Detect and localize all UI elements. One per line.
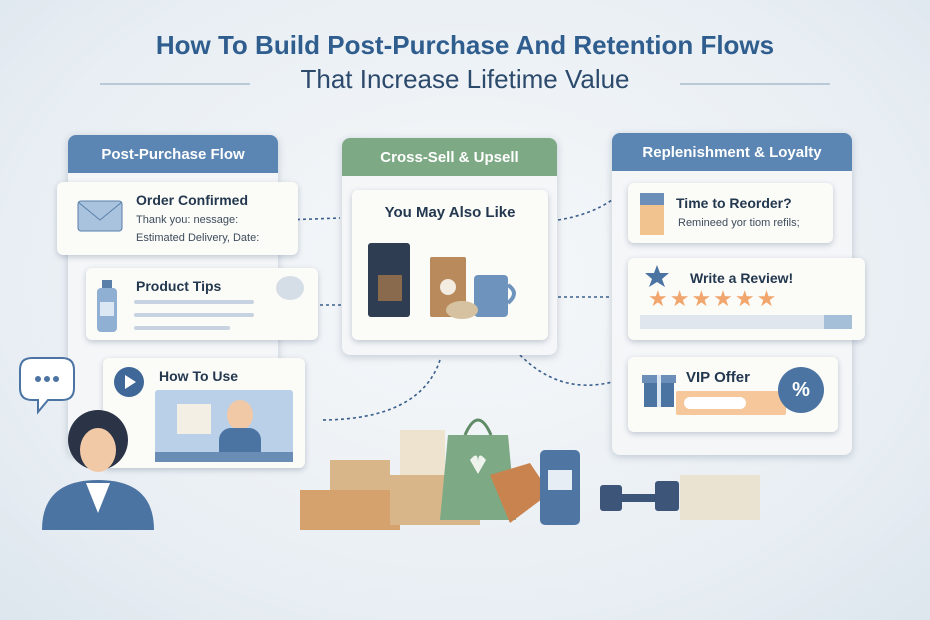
star-icon bbox=[645, 265, 669, 287]
tip-lines bbox=[134, 300, 254, 330]
panel-header: Replenishment & Loyalty bbox=[612, 133, 852, 171]
video-thumbnail[interactable] bbox=[155, 390, 293, 462]
product-tips-card[interactable]: Product Tips bbox=[86, 268, 318, 340]
order-confirmed-card[interactable]: Order Confirmed Thank you: nessage: Esti… bbox=[57, 182, 298, 255]
discount-badge: % bbox=[778, 367, 824, 413]
arrow bbox=[557, 199, 613, 221]
page-title: How To Build Post-Purchase And Retention… bbox=[155, 30, 775, 60]
presenter bbox=[227, 400, 253, 430]
card-text: Remineed yor tiom refils; bbox=[678, 217, 800, 229]
arrow bbox=[319, 359, 441, 421]
shopping-bag-icon bbox=[440, 435, 516, 520]
card-title: Product Tips bbox=[136, 278, 222, 294]
play-icon[interactable] bbox=[113, 366, 145, 398]
speech-bubble-icon bbox=[276, 276, 304, 300]
cup-icon bbox=[446, 301, 478, 319]
rating-stars[interactable]: ★★★★★★ bbox=[648, 286, 779, 311]
card-title: VIP Offer bbox=[686, 369, 750, 386]
reorder-card[interactable]: Time to Reorder? Remineed yor tiom refil… bbox=[628, 183, 833, 243]
card-title: Write a Review! bbox=[690, 270, 794, 286]
chart-board-icon bbox=[177, 404, 211, 434]
video-controls[interactable] bbox=[155, 452, 293, 462]
arrow bbox=[519, 354, 613, 386]
gift-icon bbox=[642, 375, 676, 407]
bottle-icon bbox=[97, 280, 117, 332]
presenter-body bbox=[219, 428, 261, 452]
how-to-use-card[interactable]: How To Use bbox=[103, 358, 305, 468]
card-text: Thank you: nessage: bbox=[136, 214, 239, 226]
panel-header: Post-Purchase Flow bbox=[68, 135, 278, 173]
offer-bar bbox=[676, 391, 786, 415]
you-may-also-like-card[interactable]: You May Also Like bbox=[352, 190, 548, 340]
card-text: Estimated Delivery, Date: bbox=[136, 232, 260, 244]
card-title: How To Use bbox=[159, 368, 239, 384]
panel-header: Cross-Sell & Upsell bbox=[342, 138, 557, 176]
card-title: Order Confirmed bbox=[136, 192, 249, 208]
products-illustration bbox=[368, 243, 516, 319]
calendar-icon bbox=[640, 193, 664, 235]
dumbbell-icon bbox=[600, 485, 622, 511]
products-pile-illustration bbox=[300, 418, 760, 530]
support-agent-illustration bbox=[19, 357, 154, 530]
chat-bubble-icon bbox=[19, 357, 75, 415]
envelope-icon bbox=[77, 200, 123, 232]
mug-icon bbox=[474, 275, 508, 317]
divider bbox=[680, 83, 830, 85]
page-subtitle: That Increase Lifetime Value bbox=[300, 64, 630, 94]
card-title: Time to Reorder? bbox=[676, 195, 792, 211]
divider bbox=[100, 83, 250, 85]
review-input[interactable] bbox=[640, 315, 852, 329]
review-card[interactable]: Write a Review! ★★★★★★ bbox=[628, 258, 865, 340]
vip-offer-card[interactable]: VIP Offer % bbox=[628, 357, 838, 432]
card-title: You May Also Like bbox=[384, 204, 516, 221]
